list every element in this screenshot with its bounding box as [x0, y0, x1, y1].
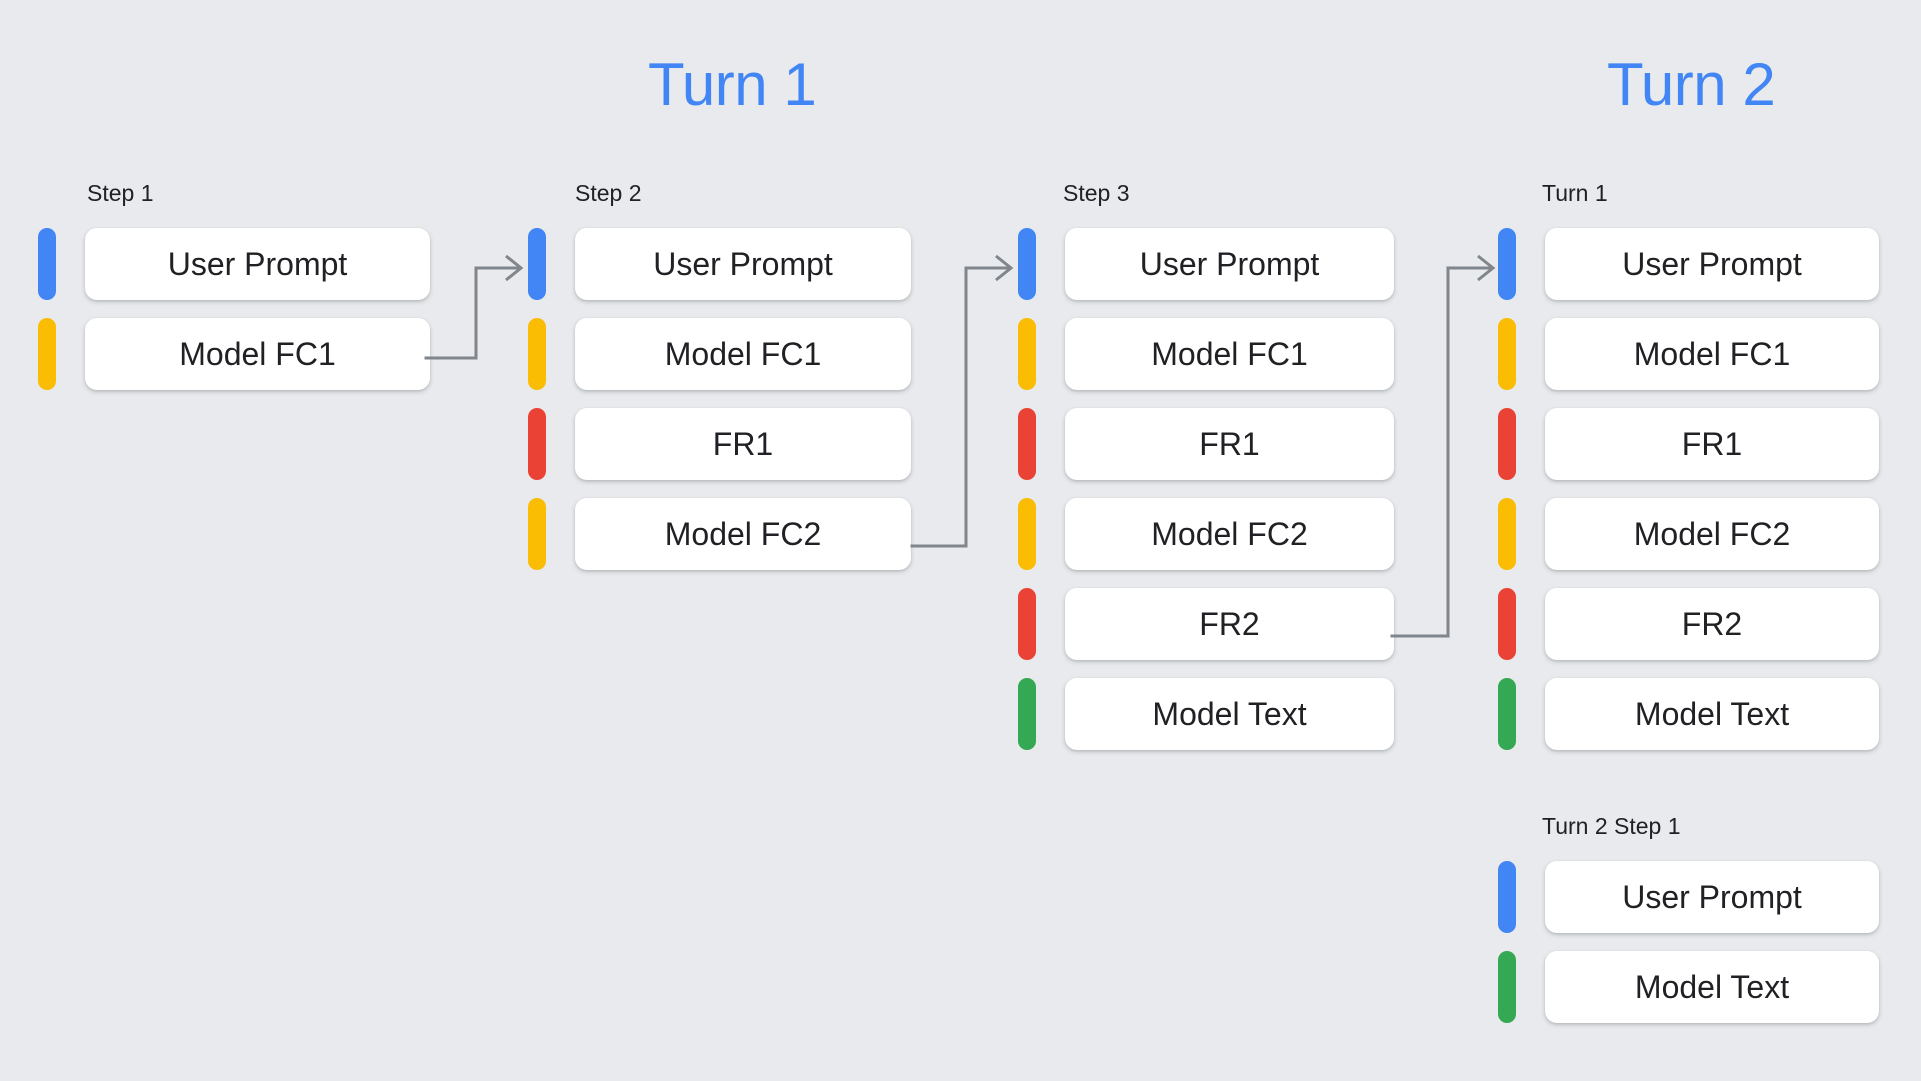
list-item[interactable]: User Prompt — [1498, 861, 1879, 933]
type-bar-yellow — [528, 498, 546, 570]
type-bar-yellow — [1498, 498, 1516, 570]
list-item[interactable]: Model FC1 — [528, 318, 911, 390]
card-label[interactable]: FR1 — [575, 408, 911, 480]
column-caption-turn-1: Turn 1 — [1542, 180, 1608, 206]
type-bar-yellow — [1018, 498, 1036, 570]
column-step-3: User Prompt Model FC1 FR1 Model FC2 FR2 … — [1018, 228, 1394, 750]
type-bar-blue — [1498, 861, 1516, 933]
type-bar-blue — [1018, 228, 1036, 300]
list-item[interactable]: Model FC2 — [1498, 498, 1879, 570]
card-label[interactable]: User Prompt — [1065, 228, 1394, 300]
type-bar-blue — [528, 228, 546, 300]
type-bar-red — [1498, 588, 1516, 660]
card-label[interactable]: Model FC1 — [85, 318, 430, 390]
list-item[interactable]: FR1 — [528, 408, 911, 480]
list-item[interactable]: FR2 — [1498, 588, 1879, 660]
list-item[interactable]: FR1 — [1498, 408, 1879, 480]
turn-heading-2: Turn 2 — [1607, 51, 1776, 118]
list-item[interactable]: Model FC1 — [38, 318, 430, 390]
type-bar-green — [1498, 951, 1516, 1023]
type-bar-blue — [1498, 228, 1516, 300]
list-item[interactable]: Model Text — [1018, 678, 1394, 750]
column-turn-2-turn-1: User Prompt Model FC1 FR1 Model FC2 FR2 … — [1498, 228, 1879, 750]
card-label[interactable]: Model Text — [1065, 678, 1394, 750]
type-bar-yellow — [528, 318, 546, 390]
card-label[interactable]: FR1 — [1545, 408, 1879, 480]
connector-arrow-step1-to-step2 — [424, 254, 524, 360]
card-label[interactable]: User Prompt — [1545, 228, 1879, 300]
card-label[interactable]: Model FC1 — [1065, 318, 1394, 390]
list-item[interactable]: User Prompt — [528, 228, 911, 300]
card-label[interactable]: Model FC2 — [1545, 498, 1879, 570]
card-label[interactable]: Model FC1 — [1545, 318, 1879, 390]
list-item[interactable]: User Prompt — [1498, 228, 1879, 300]
column-caption-step-3: Step 3 — [1063, 180, 1130, 206]
type-bar-yellow — [1498, 318, 1516, 390]
card-label[interactable]: Model Text — [1545, 678, 1879, 750]
list-item[interactable]: FR1 — [1018, 408, 1394, 480]
card-label[interactable]: FR1 — [1065, 408, 1394, 480]
column-caption-step-2: Step 2 — [575, 180, 642, 206]
list-item[interactable]: FR2 — [1018, 588, 1394, 660]
column-step-2: User Prompt Model FC1 FR1 Model FC2 — [528, 228, 911, 570]
type-bar-green — [1018, 678, 1036, 750]
connector-arrow-step2-to-step3 — [910, 254, 1014, 548]
card-label[interactable]: FR2 — [1065, 588, 1394, 660]
card-label[interactable]: Model Text — [1545, 951, 1879, 1023]
card-label[interactable]: Model FC2 — [1065, 498, 1394, 570]
type-bar-yellow — [38, 318, 56, 390]
type-bar-red — [528, 408, 546, 480]
card-label[interactable]: Model FC1 — [575, 318, 911, 390]
column-caption-turn-2-step-1: Turn 2 Step 1 — [1542, 813, 1681, 839]
list-item[interactable]: Model FC1 — [1018, 318, 1394, 390]
list-item[interactable]: Model Text — [1498, 678, 1879, 750]
list-item[interactable]: Model FC2 — [528, 498, 911, 570]
card-label[interactable]: Model FC2 — [575, 498, 911, 570]
card-label[interactable]: User Prompt — [85, 228, 430, 300]
connector-arrow-step3-to-turn2 — [1390, 254, 1496, 638]
type-bar-blue — [38, 228, 56, 300]
type-bar-green — [1498, 678, 1516, 750]
type-bar-red — [1018, 408, 1036, 480]
type-bar-red — [1498, 408, 1516, 480]
card-label[interactable]: User Prompt — [1545, 861, 1879, 933]
type-bar-red — [1018, 588, 1036, 660]
list-item[interactable]: Model FC2 — [1018, 498, 1394, 570]
list-item[interactable]: Model FC1 — [1498, 318, 1879, 390]
column-turn-2-step-1: User Prompt Model Text — [1498, 861, 1879, 1023]
column-step-1: User Prompt Model FC1 — [38, 228, 430, 390]
column-caption-step-1: Step 1 — [87, 180, 154, 206]
list-item[interactable]: Model Text — [1498, 951, 1879, 1023]
list-item[interactable]: User Prompt — [38, 228, 430, 300]
type-bar-yellow — [1018, 318, 1036, 390]
card-label[interactable]: FR2 — [1545, 588, 1879, 660]
card-label[interactable]: User Prompt — [575, 228, 911, 300]
turn-heading-1: Turn 1 — [648, 51, 817, 118]
list-item[interactable]: User Prompt — [1018, 228, 1394, 300]
